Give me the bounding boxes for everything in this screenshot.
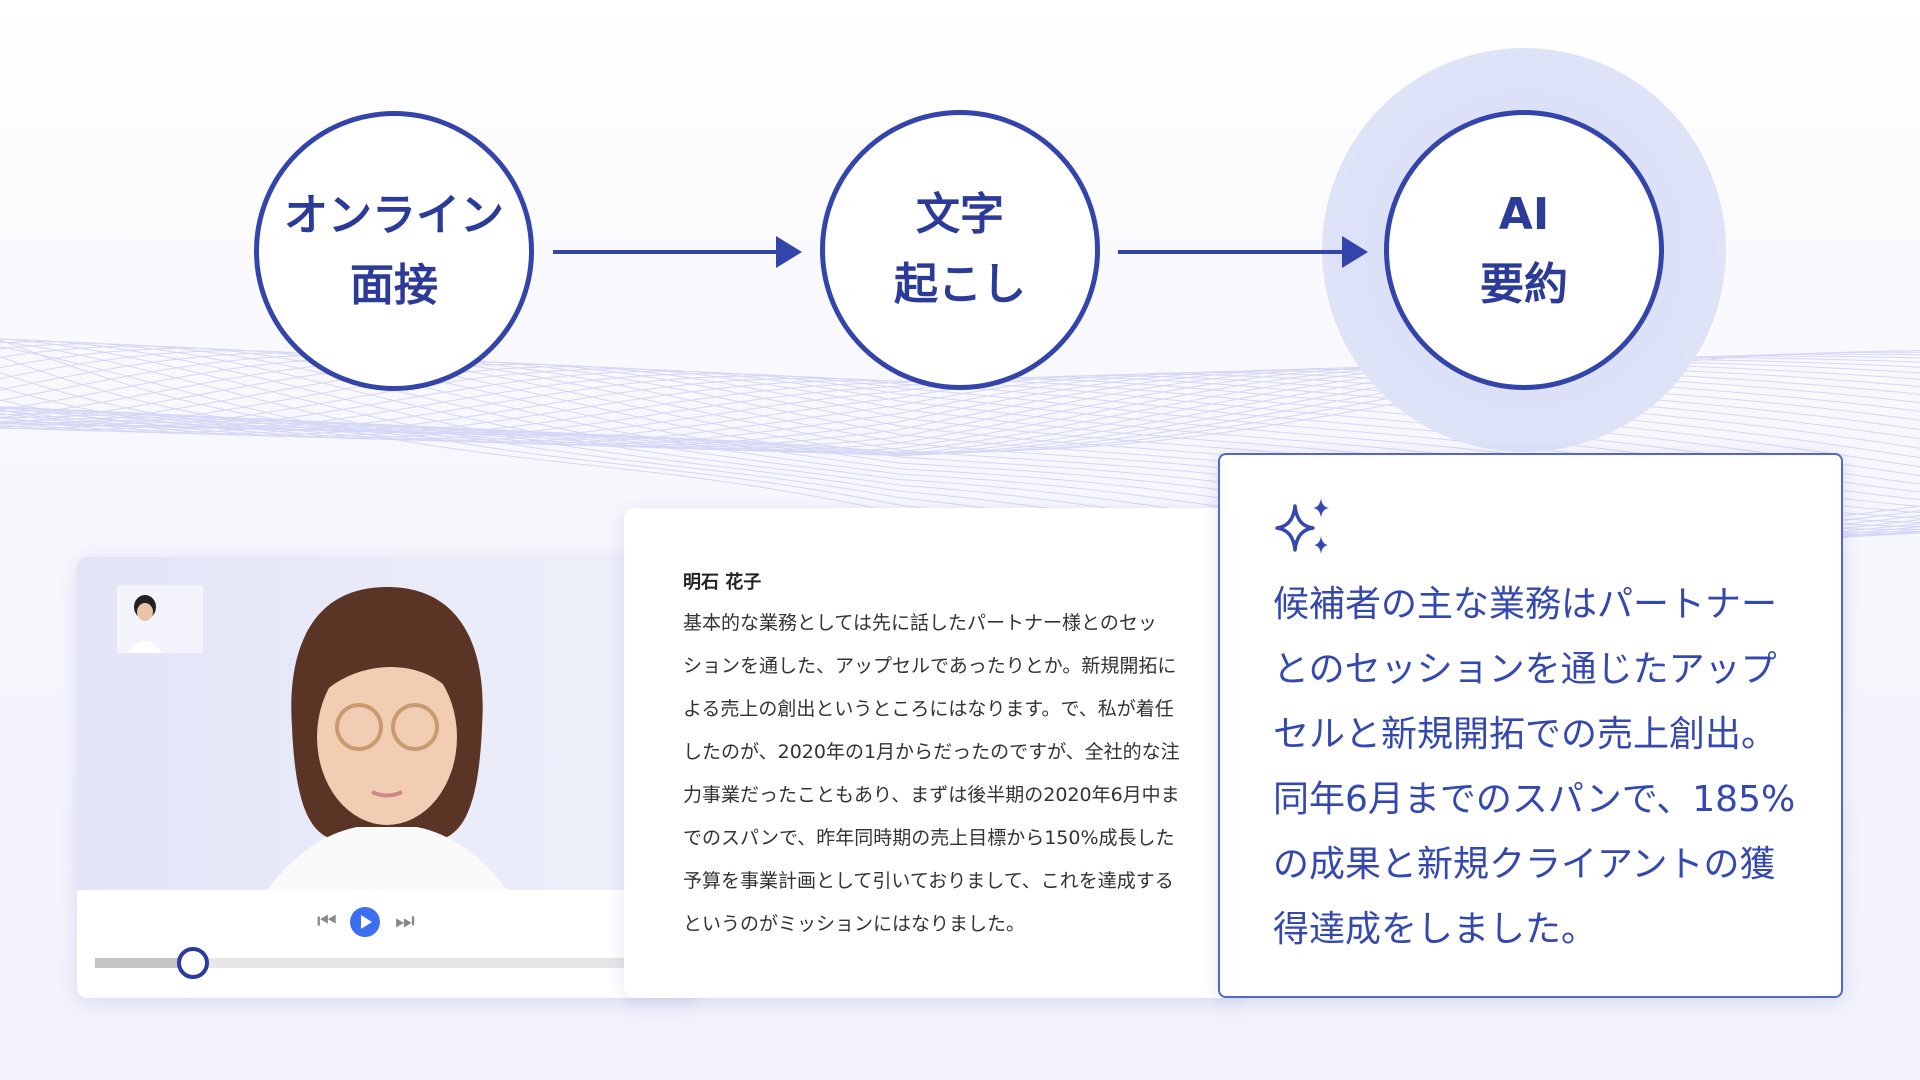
transcript-line: したのが、2020年の1月からだったのですが、全社的な注 [683, 741, 1180, 763]
progress-slider[interactable] [95, 958, 697, 968]
step-label: 面接 [350, 260, 438, 311]
step-label: 起こし [894, 259, 1026, 310]
arrow-right-icon [553, 236, 802, 268]
speaker-name: 明石 花子 [683, 572, 762, 593]
interviewer-thumbnail [117, 585, 203, 653]
sparkle-icon [1275, 498, 1329, 554]
step-label: 要約 [1480, 259, 1568, 310]
transcript-line: 予算を事業計画として引いておりまして、これを達成する [683, 870, 1174, 892]
skip-back-icon[interactable]: ⏮ [317, 909, 337, 934]
summary-line: とのセッションを通じたアップ [1273, 649, 1777, 690]
transcript-line: ションを通した、アップセルであったりとか。新規開拓に [683, 655, 1177, 677]
step-label: 文字 [916, 189, 1004, 240]
step-label: AI [1498, 189, 1550, 240]
transcript-line: 力事業だったこともあり、まずは後半期の2020年6月中ま [683, 784, 1180, 806]
transcript-line: でのスパンで、昨年同時期の売上目標から150%成長した [683, 827, 1175, 849]
play-button[interactable] [350, 907, 380, 937]
step-label: オンライン [284, 190, 504, 241]
summary-line: 得達成をしました。 [1273, 909, 1598, 950]
arrow-right-icon [1118, 236, 1368, 268]
skip-forward-icon[interactable]: ⏭ [395, 909, 415, 934]
transcript-line: よる売上の創出というところにはなります。で、私が着任 [683, 698, 1174, 720]
step-online-interview: オンライン 面接 [254, 111, 534, 391]
progress-fill [95, 958, 193, 968]
transcript-line: というのがミッションにはなりました。 [683, 913, 1026, 935]
progress-handle[interactable] [176, 947, 209, 979]
step-transcription: 文字 起こし [820, 110, 1100, 390]
summary-line: 候補者の主な業務はパートナー [1273, 584, 1778, 625]
summary-line: の成果と新規クライアントの獲 [1273, 844, 1776, 885]
ai-summary-panel: 候補者の主な業務はパートナーとのセッションを通じたアップセルと新規開拓での売上創… [1218, 453, 1843, 998]
candidate-video [267, 587, 507, 890]
video-player: ⏮ ⏭ [77, 557, 697, 998]
transcript-line: 基本的な業務としては先に話したパートナー様とのセッ [683, 612, 1157, 634]
step-ai-summary: AI 要約 [1384, 110, 1664, 390]
summary-line: 同年6月までのスパンで、185% [1273, 779, 1796, 820]
video-screen [77, 557, 697, 890]
summary-line: セルと新規開拓での売上創出。 [1273, 714, 1778, 755]
transcript-panel: 明石 花子 基本的な業務としては先に話したパートナー様とのセッションを通した、ア… [624, 508, 1244, 998]
